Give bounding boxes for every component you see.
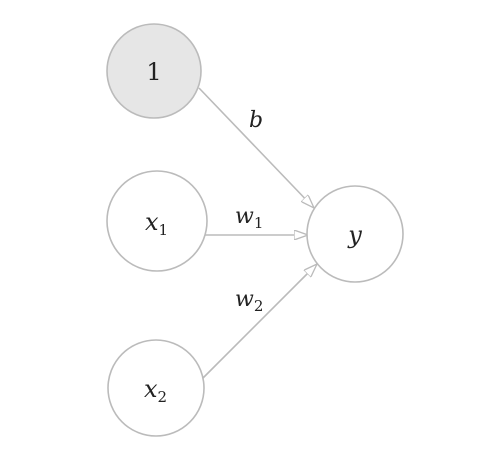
node-y: y	[306, 185, 404, 283]
node-x2-label: x2	[144, 375, 167, 406]
edge-x2-to-y	[202, 264, 317, 379]
node-x2: x2	[107, 339, 205, 437]
edge-label-w2: w2	[235, 287, 263, 315]
edge-label-w1: w1	[235, 204, 263, 232]
node-bias-label: 1	[146, 58, 161, 86]
node-x1-label: x1	[145, 208, 168, 239]
node-x1: x1	[106, 170, 208, 272]
node-y-label: y	[347, 221, 362, 249]
node-bias: 1	[106, 23, 202, 119]
edge-bias-to-y	[198, 87, 314, 208]
edge-label-b: b	[249, 108, 263, 133]
